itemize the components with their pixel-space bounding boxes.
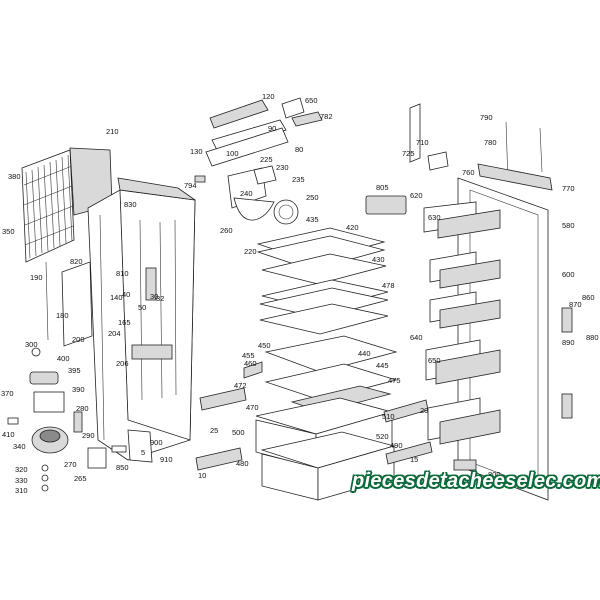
part-label: 475 (388, 376, 401, 385)
part-label: 270 (64, 460, 77, 469)
part-label: 760 (462, 168, 475, 177)
part-label: 130 (190, 147, 203, 156)
part-label: 800 (488, 470, 501, 479)
watermark-logo: piecesdetacheeselec.com (352, 470, 600, 492)
part-label: 780 (484, 138, 497, 147)
part-label: 290 (82, 431, 95, 440)
part-label: 580 (562, 221, 575, 230)
part-label: 880 (586, 333, 599, 342)
part-label: 500 (232, 428, 245, 437)
part-label: 470 (246, 403, 259, 412)
part-label: 395 (68, 366, 81, 375)
part-label: 480 (236, 459, 249, 468)
part-label: 440 (358, 349, 371, 358)
part-label: 400 (57, 354, 70, 363)
part-label: 225 (260, 155, 273, 164)
part-label: 455 (242, 351, 255, 360)
part-labels: 120 650 782 210 130 100 90 80 225 230 23… (1, 92, 599, 495)
part-label: 20 (420, 406, 428, 415)
part-label: 450 (258, 341, 271, 350)
part-label: 510 (382, 412, 395, 421)
part-label: 650 (305, 96, 318, 105)
part-label: 910 (160, 455, 173, 464)
part-label: 790 (480, 113, 493, 122)
part-label: 810 (116, 269, 129, 278)
part-label: 390 (72, 385, 85, 394)
part-label: 32 (156, 294, 164, 303)
part-label: 410 (2, 430, 15, 439)
cabinet-liner (61, 177, 196, 461)
part-label: 725 (402, 149, 415, 158)
part-label: 30 (150, 292, 158, 301)
part-label: 140 (110, 293, 123, 302)
part-label: 782 (320, 112, 333, 121)
part-label: 120 (262, 92, 275, 101)
part-label: 180 (56, 311, 69, 320)
control-housing (194, 97, 323, 225)
condenser-coil (21, 147, 113, 341)
part-label: 620 (410, 191, 423, 200)
part-label: 890 (562, 338, 575, 347)
glass-shelves (195, 227, 433, 501)
part-label: 445 (376, 361, 389, 370)
part-label: 430 (372, 255, 385, 264)
part-label: 220 (244, 247, 257, 256)
part-label: 40 (122, 290, 130, 299)
part-label: 710 (416, 138, 429, 147)
part-label: 630 (428, 213, 441, 222)
part-label: 15 (410, 455, 418, 464)
compressor-assembly (7, 347, 153, 492)
part-label: 420 (346, 223, 359, 232)
part-label: 90 (268, 124, 276, 133)
part-label: 435 (306, 215, 319, 224)
part-label: 210 (106, 127, 119, 136)
part-label: 80 (295, 145, 303, 154)
part-label: 300 (25, 340, 38, 349)
part-label: 472 (234, 381, 247, 390)
part-label: 794 (184, 181, 197, 190)
part-label: 235 (292, 175, 305, 184)
part-label: 5 (141, 448, 145, 457)
part-label: 850 (116, 463, 129, 472)
part-label: 340 (13, 442, 26, 451)
part-label: 600 (562, 270, 575, 279)
part-label: 200 (72, 335, 85, 344)
part-label: 100 (226, 149, 239, 158)
part-label: 260 (220, 226, 233, 235)
part-label: 650 (428, 356, 441, 365)
part-label: 460 (244, 359, 257, 368)
part-label: 204 (108, 329, 121, 338)
part-label: 25 (210, 426, 218, 435)
part-label: 330 (15, 476, 28, 485)
part-label: 206 (116, 359, 129, 368)
part-label: 320 (15, 465, 28, 474)
part-label: 230 (276, 163, 289, 172)
door-assembly (365, 103, 573, 501)
part-label: 805 (376, 183, 389, 192)
part-label: 165 (118, 318, 131, 327)
part-label: 770 (562, 184, 575, 193)
part-label: 830 (124, 200, 137, 209)
part-label: 190 (30, 273, 43, 282)
part-label: 900 (150, 438, 163, 447)
part-label: 520 (376, 432, 389, 441)
part-label: 10 (198, 471, 206, 480)
part-label: 370 (1, 389, 14, 398)
part-label: 640 (410, 333, 423, 342)
part-label: 240 (240, 189, 253, 198)
part-label: 380 (8, 172, 21, 181)
part-label: 350 (2, 227, 15, 236)
part-label: 250 (306, 193, 319, 202)
part-label: 310 (15, 486, 28, 495)
part-label: 50 (138, 303, 146, 312)
part-label: 870 (569, 300, 582, 309)
part-label: 478 (382, 281, 395, 290)
part-label: 490 (390, 441, 403, 450)
part-label: 280 (76, 404, 89, 413)
part-label: 860 (582, 293, 595, 302)
part-label: 265 (74, 474, 87, 483)
part-label: 820 (70, 257, 83, 266)
